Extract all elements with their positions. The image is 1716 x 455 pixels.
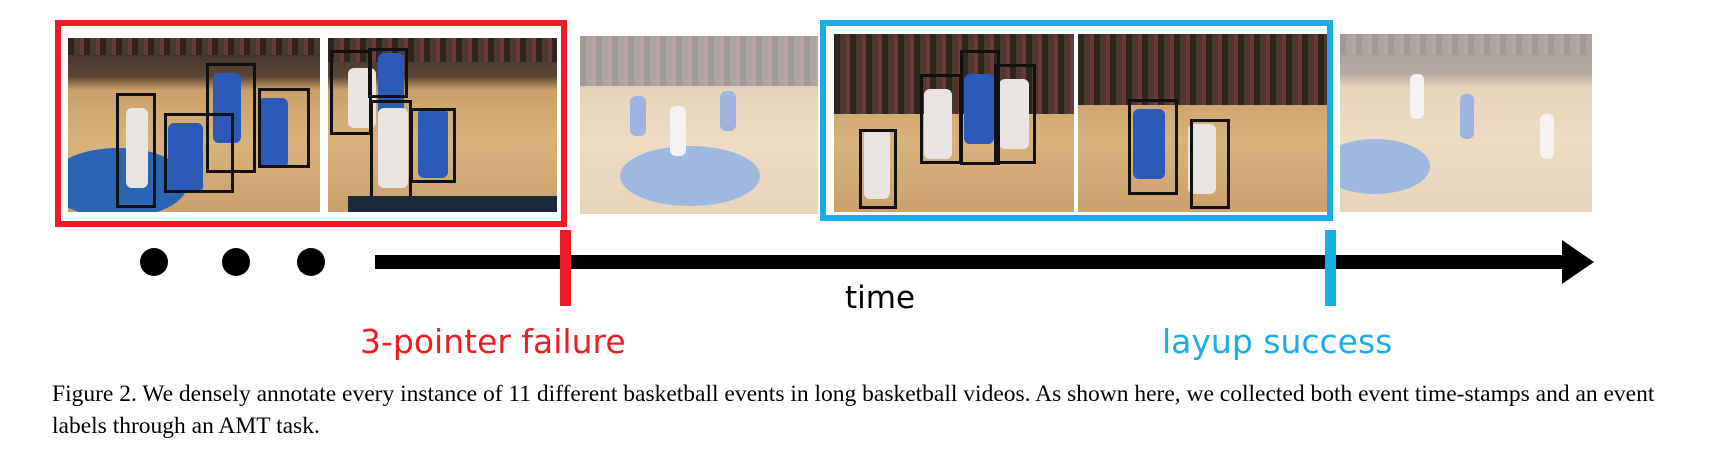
player-bounding-box: [164, 113, 234, 193]
scoreboard-bar: [348, 196, 557, 212]
player-bounding-box: [994, 64, 1036, 164]
ellipsis-dot: [297, 248, 325, 276]
failure-highlight-box: [55, 20, 567, 227]
player-bounding-box: [1128, 99, 1178, 195]
player-bounding-box: [206, 63, 256, 173]
player-bounding-box: [258, 88, 310, 168]
time-axis-label: time: [845, 280, 916, 316]
video-frame-2: [328, 38, 557, 212]
timeline-arrow-head: [1562, 240, 1594, 284]
video-frame-4: [834, 34, 1074, 212]
player-bounding-box: [368, 48, 408, 98]
video-frame-6: [1340, 34, 1592, 212]
ellipsis-dot: [222, 248, 250, 276]
player-bounding-box: [859, 129, 897, 209]
player-bounding-box: [410, 108, 456, 183]
video-frame-1: [68, 38, 320, 212]
video-frame-3: [580, 36, 818, 214]
failure-event-label: 3-pointer failure: [360, 322, 626, 361]
player-bounding-box: [960, 50, 1000, 165]
success-highlight-box: [820, 20, 1333, 221]
failure-event-marker: [560, 230, 571, 306]
video-frame-5: [1078, 34, 1328, 212]
player-bounding-box: [1190, 119, 1230, 209]
player-bounding-box: [116, 93, 156, 208]
ellipsis-dot: [140, 248, 168, 276]
success-event-label: layup success: [1162, 322, 1393, 361]
timeline-arrow-shaft: [375, 255, 1565, 269]
figure-caption: Figure 2. We densely annotate every inst…: [52, 381, 1655, 439]
success-event-marker: [1325, 230, 1336, 306]
